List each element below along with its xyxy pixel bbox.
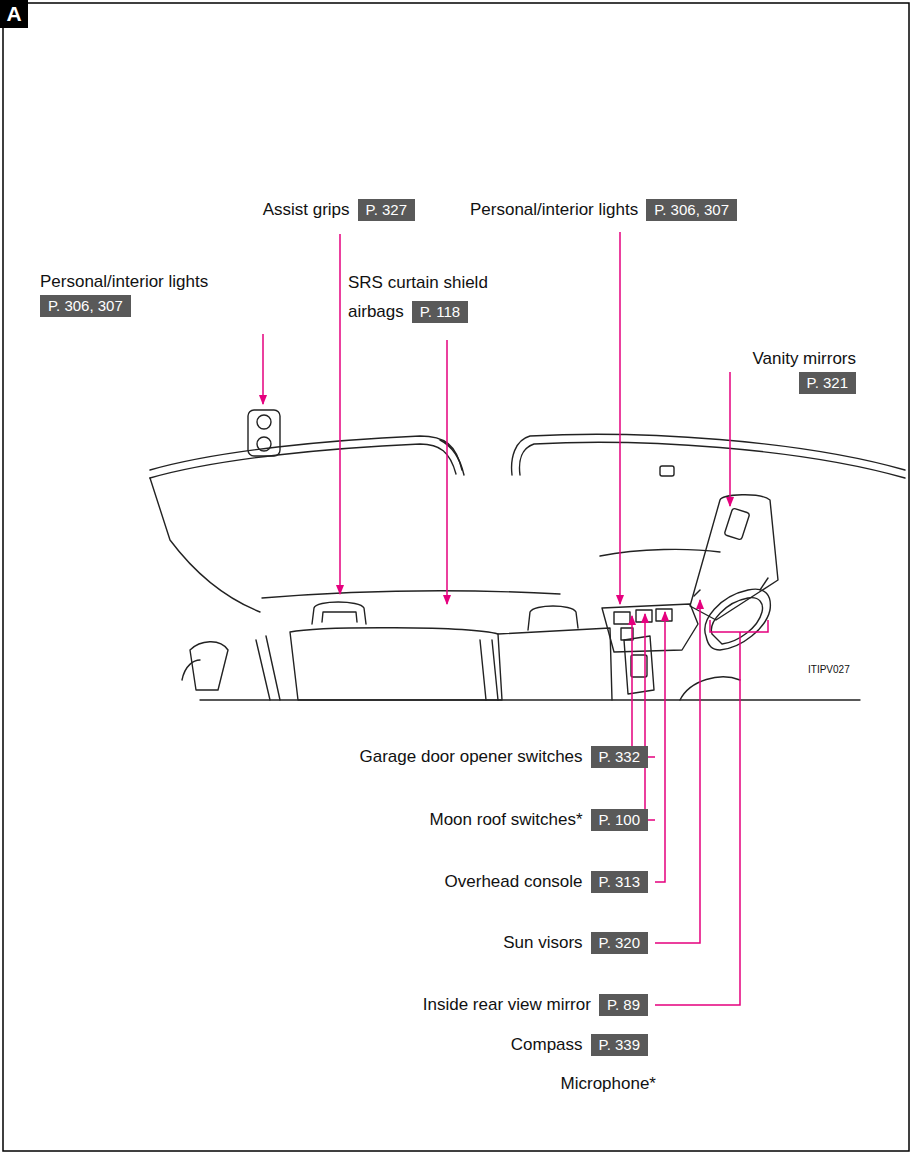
- cabin-drawing: [150, 410, 905, 700]
- part-name: Inside rear view mirror: [423, 995, 591, 1015]
- callout: Overhead console P. 313: [445, 871, 648, 893]
- page-reference: P. 321: [799, 372, 856, 394]
- callout: Assist grips P. 327: [263, 199, 415, 221]
- callout: Vanity mirrors P. 321: [752, 349, 856, 394]
- part-name: Microphone*: [561, 1074, 656, 1094]
- section-letter: A: [0, 0, 28, 28]
- part-name: Vanity mirrors: [752, 349, 856, 369]
- frame: [3, 3, 909, 1151]
- part-name: Sun visors: [503, 933, 582, 953]
- page-reference: P. 100: [591, 809, 648, 831]
- page-reference: P. 306, 307: [646, 199, 737, 221]
- page-reference: P. 320: [591, 932, 648, 954]
- page-reference: P. 339: [591, 1034, 648, 1056]
- part-name: Assist grips: [263, 200, 350, 220]
- callout: Moon roof switches* P. 100: [429, 809, 648, 831]
- part-name: Overhead console: [445, 872, 583, 892]
- callout: Personal/interior lights P. 306, 307: [470, 199, 737, 221]
- callout: Personal/interior lights P. 306, 307: [40, 272, 208, 317]
- part-name: Compass: [511, 1035, 583, 1055]
- page-reference: P. 313: [591, 871, 648, 893]
- page-reference: P. 118: [412, 301, 468, 323]
- figure-code: ITIPV027: [808, 664, 850, 675]
- part-name: Moon roof switches*: [429, 810, 582, 830]
- part-name: Garage door opener switches: [360, 747, 583, 767]
- callout: SRS curtain shield airbagsP. 118: [348, 268, 538, 326]
- page-reference: P. 89: [599, 994, 648, 1016]
- callout: Sun visors P. 320: [503, 932, 648, 954]
- callout: Garage door opener switches P. 332: [360, 746, 648, 768]
- part-name: Personal/interior lights: [470, 200, 638, 220]
- page-reference: P. 327: [358, 199, 415, 221]
- page-reference: P. 306, 307: [40, 295, 131, 317]
- page-reference: P. 332: [591, 746, 648, 768]
- part-name: Personal/interior lights: [40, 272, 208, 292]
- callout: Inside rear view mirror P. 89: [423, 994, 648, 1016]
- leader-lines: [263, 232, 768, 1005]
- callout: Compass P. 339: [511, 1034, 648, 1056]
- section-badge: A: [0, 0, 28, 28]
